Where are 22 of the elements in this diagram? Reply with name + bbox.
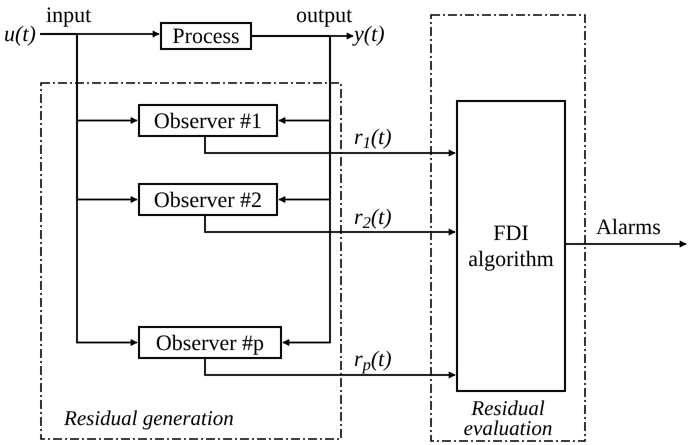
process-box: Process bbox=[160, 22, 252, 50]
edge-label: r$_{1}$(t) bbox=[354, 124, 392, 150]
arrow bbox=[204, 359, 456, 378]
edge-label: Alarms bbox=[596, 214, 661, 240]
signal-label: y(t) bbox=[354, 20, 394, 48]
arrow bbox=[566, 240, 687, 248]
arrow bbox=[40, 33, 138, 346]
process-box: Observer #2 bbox=[138, 183, 278, 216]
group-caption: Residual generation bbox=[64, 408, 234, 428]
edge-label: output bbox=[296, 2, 352, 27]
group-caption: Residual evaluation bbox=[462, 398, 554, 438]
signal-label: u(t) bbox=[4, 20, 40, 48]
edge-label: r$_{p}$(t) bbox=[354, 346, 392, 372]
dash-dot-group-frame bbox=[40, 82, 342, 440]
arrow bbox=[204, 137, 456, 156]
dash-dot-group-frame bbox=[430, 14, 586, 442]
process-box: Observer #1 bbox=[138, 104, 278, 137]
edge-label: input bbox=[46, 2, 92, 28]
process-box: Observer #p bbox=[138, 326, 282, 359]
process-box: FDI algorithm bbox=[456, 100, 566, 392]
arrow bbox=[204, 216, 456, 236]
edge-label: r$_{2}$(t) bbox=[354, 204, 392, 230]
